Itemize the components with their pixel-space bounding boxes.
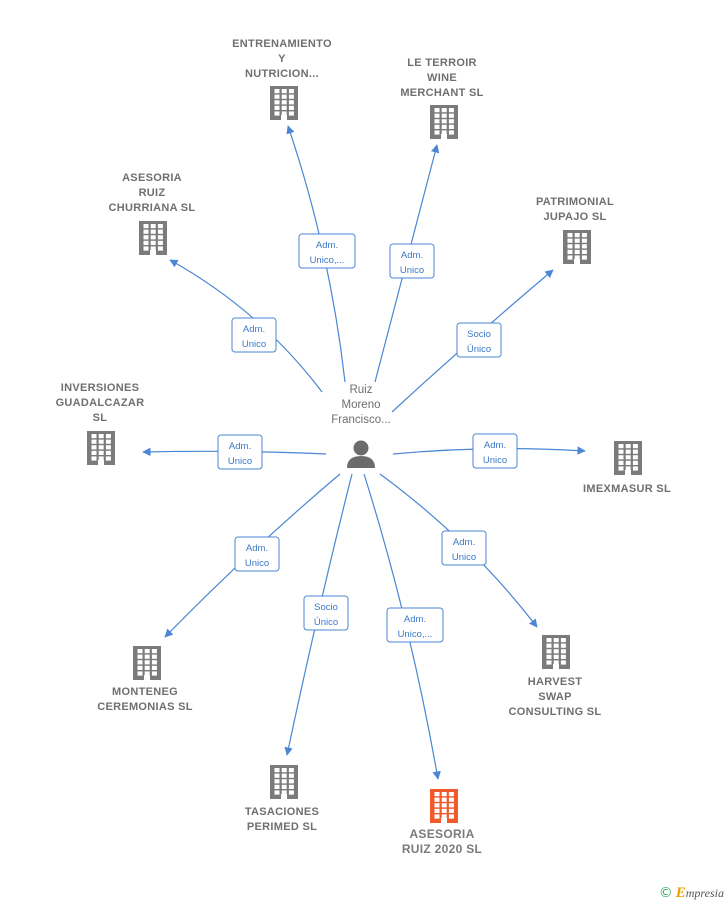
edge-label-line: Unico	[245, 558, 269, 569]
center-label-line: Francisco...	[331, 414, 390, 426]
node-label-line: LE TERROIR	[407, 57, 477, 69]
node-label-line: ASESORIA	[122, 172, 182, 184]
edge-label-box	[298, 233, 356, 269]
edge-label-line: Unico,...	[398, 629, 433, 640]
building-icon	[270, 765, 298, 799]
edge-label-box	[456, 322, 502, 358]
node-label-line: IMEXMASUR SL	[583, 483, 671, 495]
edge-label-box	[217, 434, 263, 470]
node-label-line: ASESORIA	[409, 827, 474, 841]
edge-label-imexmasur[interactable]: Adm. Unico	[472, 433, 518, 469]
node-label-line: CHURRIANA SL	[109, 202, 196, 214]
edge-label-line: Único	[314, 617, 338, 628]
building-icon	[563, 230, 591, 264]
edge-label-box	[472, 433, 518, 469]
node-label-line: GUADALCAZAR	[56, 397, 145, 409]
edge-label-line: Unico,...	[310, 255, 345, 266]
edge-label-harvest-swap[interactable]: Adm. Unico	[441, 530, 487, 566]
edge-label-line: Unico	[242, 339, 266, 350]
edge-label-le-terroir[interactable]: Adm. Unico	[389, 243, 435, 279]
node-label-line: JUPAJO SL	[543, 211, 606, 223]
center-label-line: Ruiz	[349, 384, 372, 396]
node-label-line: INVERSIONES	[61, 382, 140, 394]
node-label-line: SL	[93, 412, 108, 424]
node-label-line: CEREMONIAS SL	[97, 701, 193, 713]
node-patrimonial-jupajo[interactable]: PATRIMONIAL JUPAJO SL	[536, 196, 614, 264]
edge-label-line: Adm.	[246, 543, 268, 554]
edge-label-line: Unico	[228, 456, 252, 467]
building-icon	[430, 789, 458, 823]
edge-label-line: Adm.	[404, 614, 426, 625]
copyright-icon: ©	[658, 885, 673, 901]
edge-label-line: Unico	[452, 552, 476, 563]
node-label-line: MONTENEG	[112, 686, 178, 698]
edge-label-asesoria-ruiz-churriana[interactable]: Adm. Unico	[231, 317, 277, 353]
person-icon	[347, 440, 375, 468]
building-icon	[139, 221, 167, 255]
edge-label-line: Socio	[314, 602, 338, 613]
edge-label-entrenamiento[interactable]: Adm. Unico,...	[298, 233, 356, 269]
edge-label-line: Unico	[400, 265, 424, 276]
node-label-line: TASACIONES	[245, 806, 319, 818]
edge-label-line: Adm.	[484, 440, 506, 451]
building-icon	[87, 431, 115, 465]
node-le-terroir[interactable]: LE TERROIR WINE MERCHANT SL	[400, 57, 483, 139]
node-label-line: SWAP	[538, 691, 572, 703]
nodes-layer: ENTRENAMIENTO Y NUTRICION... LE TERROIR WINE…	[56, 38, 671, 856]
edge-label-line: Adm.	[401, 250, 423, 261]
edge-label-line: Socio	[467, 329, 491, 340]
node-label-line: HARVEST	[528, 676, 582, 688]
empresia-logo-initial: E	[675, 885, 686, 901]
building-icon	[430, 105, 458, 139]
edge-label-box	[231, 317, 277, 353]
building-icon	[133, 646, 161, 680]
edge-label-box	[389, 243, 435, 279]
node-asesoria-ruiz-churriana[interactable]: ASESORIA RUIZ CHURRIANA SL	[109, 172, 196, 255]
edge-label-line: Unico	[483, 455, 507, 466]
center-label-line: Moreno	[342, 399, 381, 411]
building-icon	[542, 635, 570, 669]
node-tasaciones-perimed[interactable]: TASACIONES PERIMED SL	[245, 765, 319, 833]
edge-label-line: Adm.	[229, 441, 251, 452]
edge-label-box	[386, 607, 444, 643]
node-label-line: PERIMED SL	[247, 821, 317, 833]
edge-labels-layer: Adm.Unico,...Adm.UnicoAdm.UnicoSocioÚnic…	[217, 233, 518, 643]
edge-label-line: Único	[467, 344, 491, 355]
edge-label-line: Adm.	[316, 240, 338, 251]
node-label-line: MERCHANT SL	[400, 87, 483, 99]
node-inversiones-guadalcazar[interactable]: INVERSIONES GUADALCAZAR SL	[56, 382, 145, 465]
node-label-line: CONSULTING SL	[509, 706, 602, 718]
node-label-line: RUIZ	[139, 187, 166, 199]
node-imexmasur[interactable]: IMEXMASUR SL	[583, 441, 671, 495]
edge-label-monteneg[interactable]: Adm. Unico	[234, 536, 280, 572]
node-label-line: ENTRENAMIENTO	[232, 38, 332, 50]
edge-label-asesoria-ruiz-2020[interactable]: Adm. Unico,...	[386, 607, 444, 643]
building-icon	[270, 86, 298, 120]
edge-label-box	[441, 530, 487, 566]
edge-label-line: Adm.	[453, 537, 475, 548]
empresia-watermark[interactable]: © Empresia	[659, 885, 724, 902]
node-label-line: NUTRICION...	[245, 68, 319, 80]
edge-label-box	[303, 595, 349, 631]
building-icon	[614, 441, 642, 475]
node-label-line: Y	[278, 53, 286, 65]
node-monteneg[interactable]: MONTENEG CEREMONIAS SL	[97, 646, 193, 713]
center-node[interactable]: RuizMorenoFrancisco...	[331, 384, 391, 468]
node-label-line: WINE	[427, 72, 457, 84]
node-harvest-swap[interactable]: HARVEST SWAP CONSULTING SL	[509, 635, 602, 718]
node-label-line: PATRIMONIAL	[536, 196, 614, 208]
edge-label-line: Adm.	[243, 324, 265, 335]
node-entrenamiento[interactable]: ENTRENAMIENTO Y NUTRICION...	[232, 38, 332, 120]
node-label-line: RUIZ 2020 SL	[402, 842, 482, 856]
edge-label-box	[234, 536, 280, 572]
empresia-logo-text: mpresia	[685, 886, 724, 900]
edge-label-inversiones-guadalcazar[interactable]: Adm. Unico	[217, 434, 263, 470]
